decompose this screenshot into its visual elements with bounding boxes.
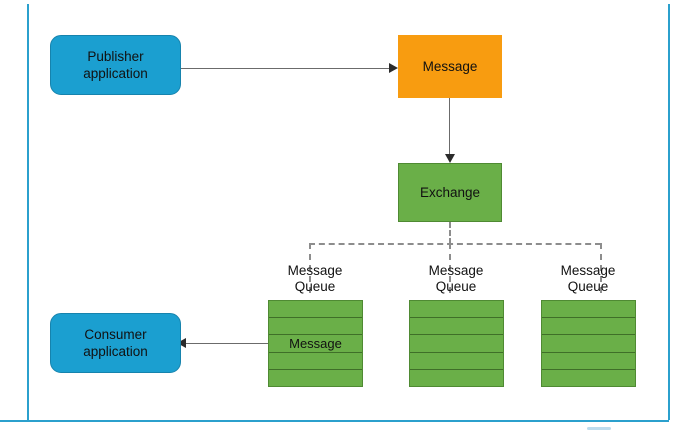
publisher-to-message-arrowhead (389, 63, 398, 73)
fanout-dashed-branch-1 (309, 243, 311, 293)
queue-2-cell-3[interactable] (410, 335, 503, 353)
message-queue-2[interactable] (409, 300, 504, 387)
queue-3-cell-5[interactable] (542, 370, 635, 386)
frame-right-border (668, 4, 670, 420)
queue-to-consumer-arrowhead (177, 338, 186, 348)
frame-left-border (27, 4, 29, 420)
queue-1-cell-2[interactable] (269, 318, 362, 336)
fanout-dashed-branch-2 (449, 243, 451, 293)
queue-3-cell-1[interactable] (542, 301, 635, 319)
queue-2-cell-5[interactable] (410, 370, 503, 386)
queue-3-cell-4[interactable] (542, 353, 635, 370)
message-node[interactable]: Message (398, 35, 502, 98)
queue-label-3-line1: Message (560, 263, 616, 278)
queue-label-1-line2: Queue (294, 279, 336, 294)
queue-1-cell-1[interactable] (269, 301, 362, 319)
message-label: Message (422, 59, 478, 74)
frame-bottom-border (0, 420, 669, 422)
message-to-exchange-arrowhead (445, 154, 455, 163)
publisher-to-message-line (181, 68, 390, 69)
queue-label-2-line1: Message (428, 263, 484, 278)
message-to-exchange-line (449, 98, 450, 155)
frame-artifact-mark (587, 427, 611, 430)
queue-2-cell-1[interactable] (410, 301, 503, 319)
message-queue-1[interactable]: Message (268, 300, 363, 387)
publisher-application-node[interactable]: Publisher application (50, 35, 181, 95)
publisher-label-line1: Publisher (87, 49, 144, 64)
queue-to-consumer-line (186, 343, 268, 344)
queue-label-3: Message Queue (528, 263, 648, 295)
consumer-label-line1: Consumer (84, 327, 147, 342)
queue-1-cell-4[interactable] (269, 353, 362, 370)
queue-label-1-line1: Message (287, 263, 343, 278)
queue-2-cell-4[interactable] (410, 353, 503, 370)
queue-label-1: Message Queue (255, 263, 375, 295)
queue-1-cell-3[interactable]: Message (269, 335, 362, 353)
message-queue-3[interactable] (541, 300, 636, 387)
queue-3-cell-2[interactable] (542, 318, 635, 336)
exchange-label: Exchange (419, 185, 481, 200)
queue-2-cell-2[interactable] (410, 318, 503, 336)
queue-3-cell-3[interactable] (542, 335, 635, 353)
exchange-dashed-drop (449, 222, 451, 244)
queue-label-2-line2: Queue (435, 279, 477, 294)
queue-label-3-line2: Queue (567, 279, 609, 294)
queue-label-2: Message Queue (396, 263, 516, 295)
consumer-label-line2: application (83, 344, 148, 359)
queue-1-cell-5[interactable] (269, 370, 362, 386)
fanout-dashed-bus (309, 243, 601, 245)
fanout-dashed-branch-3 (600, 243, 602, 293)
exchange-node[interactable]: Exchange (398, 163, 502, 222)
publisher-label-line2: application (83, 66, 148, 81)
consumer-application-node[interactable]: Consumer application (50, 313, 181, 373)
